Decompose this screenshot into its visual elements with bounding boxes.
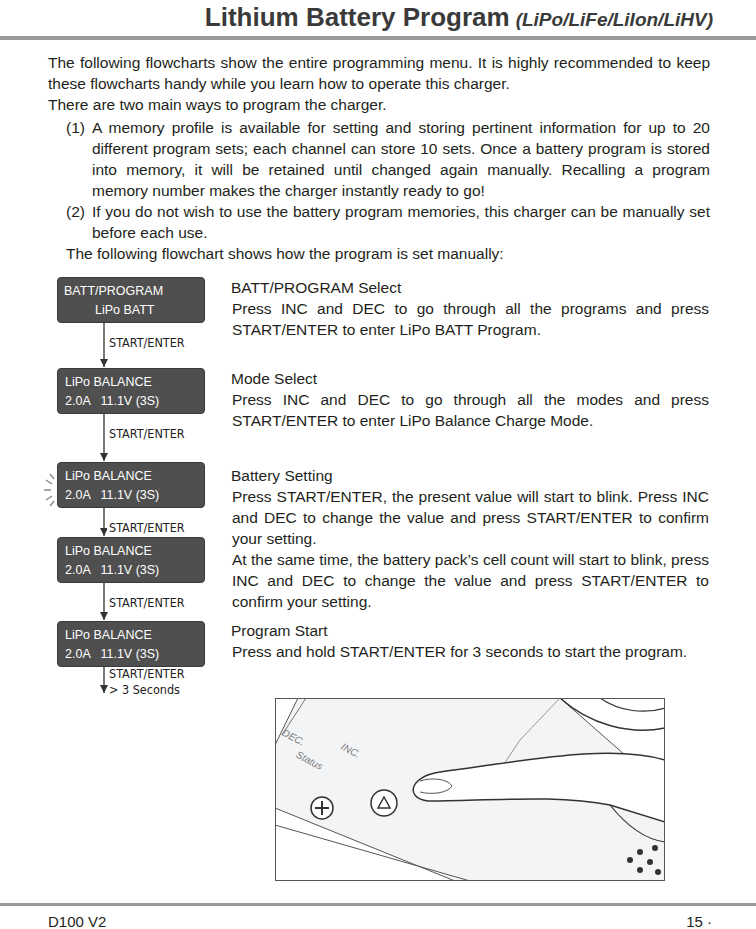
- button-triangle: [378, 797, 390, 808]
- intro-paragraph: The following flowcharts show the entire…: [48, 52, 710, 94]
- flow-arrow: [103, 583, 104, 620]
- inc-button: [371, 790, 397, 816]
- lcd-screen: BATT/PROGRAM LiPo BATT: [57, 277, 205, 323]
- header-bar: [0, 36, 756, 40]
- button-cross: [315, 801, 329, 815]
- intro-paragraph: There are two main ways to program the c…: [48, 94, 710, 115]
- title-subtitle: (LiPo/LiFe/LiIon/LiHV): [516, 9, 713, 31]
- illustration-ground: [275, 698, 665, 881]
- flow-arrow: [103, 414, 104, 461]
- edge-label: START/ENTER: [107, 335, 187, 350]
- step-body: Press INC and DEC to go through all the …: [232, 298, 709, 340]
- lcd-screen: LiPo BALANCE 2.0A 11.1V (3S): [57, 621, 205, 667]
- list-paragraph: A memory profile is available for settin…: [92, 117, 710, 201]
- illustration-frame: [276, 699, 665, 881]
- hold-instruction: START/ENTER > 3 Seconds: [109, 666, 197, 698]
- lcd-screen: LiPo BALANCE 2.0A 11.1V (3S): [57, 537, 205, 583]
- list-number: (2): [66, 201, 92, 222]
- dec-button: [311, 797, 333, 819]
- step-body: Press START/ENTER, the present value wil…: [232, 486, 709, 549]
- knuckle: [560, 698, 665, 730]
- lcd-line-bottom: 2.0A 11.1V (3S): [58, 487, 159, 504]
- step-heading: Battery Setting: [231, 465, 709, 486]
- footer-bar: [0, 903, 756, 906]
- charger-illustration: [275, 698, 665, 881]
- lcd-screen: LiPo BALANCE 2.0A 11.1V (3S): [57, 462, 205, 508]
- thumb: [610, 805, 665, 842]
- knuckle: [600, 698, 665, 711]
- list-paragraph: If you do not wish to use the battery pr…: [92, 201, 710, 243]
- fingernail: [420, 779, 452, 793]
- lcd-line-top: LiPo BALANCE: [58, 543, 152, 560]
- lcd-line-bottom: 2.0A 11.1V (3S): [58, 393, 159, 410]
- blink-burst: [44, 474, 54, 506]
- pointing-finger: [413, 753, 665, 822]
- page-title: Lithium Battery Program: [205, 2, 510, 33]
- flow-arrow: [103, 323, 104, 367]
- lcd-line-top: BATT/PROGRAM: [58, 283, 163, 300]
- lcd-screen: LiPo BALANCE 2.0A 11.1V (3S): [57, 368, 205, 414]
- step-heading: Program Start: [231, 620, 709, 641]
- step-body: Press INC and DEC to go through all the …: [232, 389, 709, 431]
- step-heading: Mode Select: [231, 368, 709, 389]
- flow-arrow: [103, 508, 104, 536]
- step-body: Press and hold START/ENTER for 3 seconds…: [232, 641, 709, 662]
- lcd-line-top: LiPo BALANCE: [58, 468, 152, 485]
- intro-paragraph: The following flowchart shows how the pr…: [66, 243, 710, 264]
- final-arrow: [103, 663, 104, 693]
- step-heading: BATT/PROGRAM Select: [231, 277, 709, 298]
- title-bar: Lithium Battery Program (LiPo/LiFe/LiIon/…: [205, 2, 713, 33]
- edge-label: START/ENTER: [107, 595, 187, 610]
- edge-label: START/ENTER: [107, 426, 187, 441]
- lcd-line-bottom: 2.0A 11.1V (3S): [58, 562, 159, 579]
- speaker-grille: [627, 845, 661, 875]
- step-body: At the same time, the battery pack’s cel…: [232, 549, 709, 612]
- lcd-line-top: LiPo BALANCE: [58, 627, 152, 644]
- lcd-line-bottom: LiPo BATT: [58, 302, 155, 319]
- page-number: 15 ·: [512, 911, 712, 929]
- lcd-line-top: LiPo BALANCE: [58, 374, 152, 391]
- edge-label: START/ENTER: [107, 520, 187, 535]
- charger-panel: [275, 698, 665, 881]
- footer-model: D100 V2: [48, 911, 248, 929]
- list-number: (1): [66, 117, 92, 138]
- lcd-line-bottom: 2.0A 11.1V (3S): [58, 646, 159, 663]
- panel-edge: [275, 825, 470, 881]
